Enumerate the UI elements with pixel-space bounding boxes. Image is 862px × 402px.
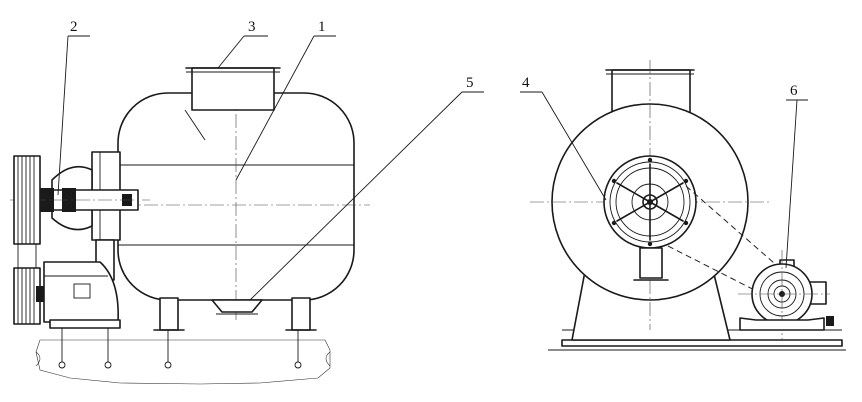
- foundation: [35, 339, 331, 385]
- side-view-callouts: [57, 35, 484, 301]
- support-legs: [153, 297, 317, 331]
- front-view-callouts: [520, 91, 808, 269]
- motor: [43, 261, 121, 329]
- motor-end-view: [738, 250, 834, 340]
- bearing-housing: [51, 151, 121, 281]
- callout-3: 3: [248, 19, 256, 35]
- inlet-neck: [185, 67, 281, 111]
- side-view: [10, 67, 370, 385]
- motor-pulley: [13, 267, 46, 325]
- callout-4: 4: [522, 75, 530, 91]
- drive-belt: [17, 244, 37, 268]
- callout-5: 5: [466, 75, 474, 91]
- discharge-hopper: [211, 299, 263, 315]
- callout-6: 6: [790, 83, 798, 99]
- callout-1: 1: [318, 19, 326, 35]
- bottom-pipe: [633, 247, 669, 281]
- base-plate: [548, 329, 846, 351]
- drive-pulley: [13, 155, 41, 245]
- anchor-bolts: [58, 328, 302, 369]
- front-view: [530, 60, 846, 351]
- end-cover: [603, 155, 697, 249]
- callout-2: 2: [70, 19, 78, 35]
